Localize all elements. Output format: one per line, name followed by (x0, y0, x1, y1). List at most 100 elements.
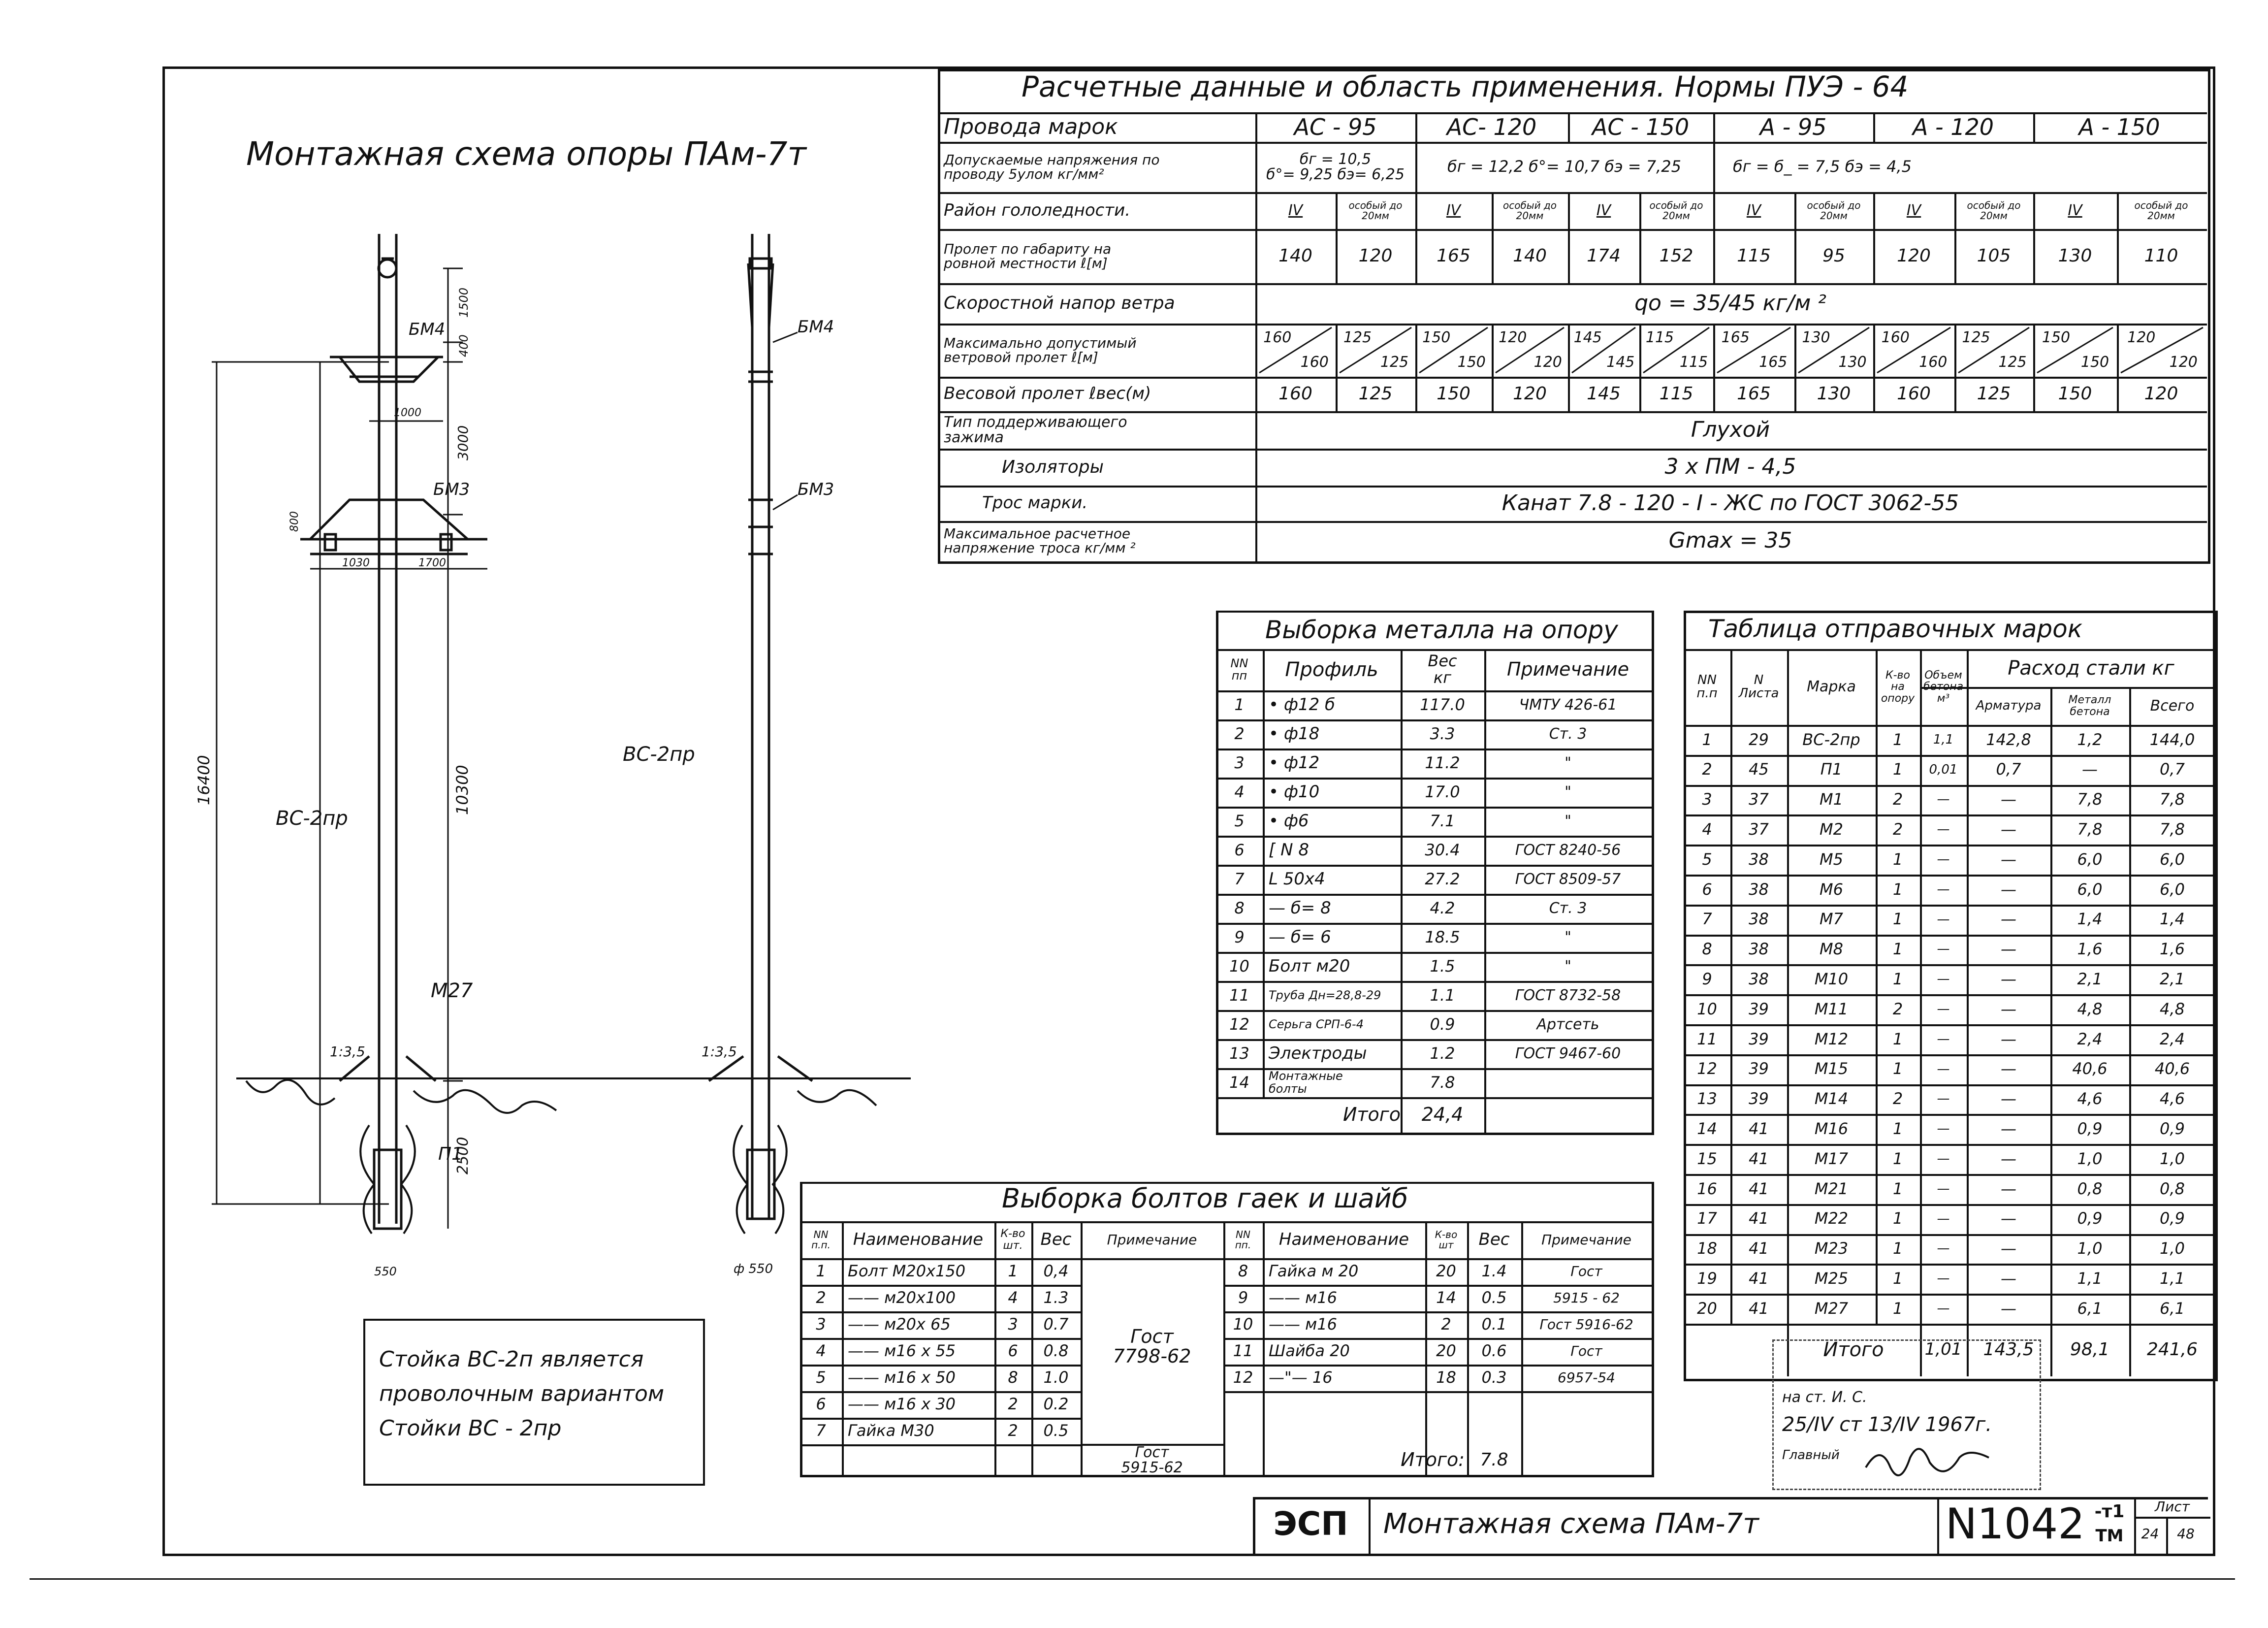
marks-row-volume: — (1937, 1211, 1950, 1226)
weight-span-value: 120 (2144, 384, 2178, 404)
table-rule (1684, 1324, 2218, 1326)
marks-row-metal: 0,8 (2077, 1179, 2103, 1198)
bolts-right-qty: 20 (1436, 1341, 1456, 1361)
marks-row-total: 7,8 (2160, 790, 2185, 809)
approval-stamp: на ст. И. С. 25/IV ст 13/IV 1967г. Главн… (1762, 1339, 2058, 1492)
ice-value: особый до 20мм (1502, 199, 1557, 222)
table-rule (1684, 1204, 2218, 1206)
marks-row-total: 4,8 (2160, 999, 2185, 1018)
fraction-slash (1495, 326, 1565, 374)
wind-span-top: 145 (1573, 329, 1602, 347)
marks-row-volume: — (1937, 1241, 1950, 1256)
marks-row-mark: М7 (1820, 910, 1843, 929)
bolts-left-nn: 2 (816, 1288, 826, 1307)
table-rule (1684, 1084, 2218, 1086)
ice-value: IV (1746, 201, 1761, 219)
marks-row-metal: 1,0 (2077, 1239, 2103, 1258)
sheet-number: 24 (2141, 1526, 2159, 1542)
table-rule (1684, 964, 2218, 967)
weight-span-label: Весовой пролет ℓвес(м) (944, 384, 1151, 404)
table-rule (1216, 894, 1654, 896)
marks-row-mark: М11 (1814, 999, 1849, 1018)
marks-row-nn: 11 (1697, 1029, 1717, 1048)
marks-row-sheet: 41 (1749, 1299, 1769, 1318)
marks-row-volume: — (1937, 822, 1950, 837)
metal-header-nn: NN пп (1230, 656, 1248, 683)
bolts-right-name: Шайба 20 (1269, 1341, 1350, 1361)
table-rule (800, 1338, 1081, 1340)
ice-label: Район гололедности. (944, 200, 1131, 220)
fraction-slash (1339, 326, 1412, 374)
metal-row-profile: • ф10 (1269, 781, 1320, 802)
wind-value: qo = 35/45 кг/м ² (1634, 290, 1826, 316)
bolts-right-weight: 1.4 (1481, 1262, 1507, 1281)
marks-row-volume: 0,01 (1929, 762, 1958, 777)
span-value: 140 (1278, 246, 1312, 266)
wind-span-top: 115 (1645, 329, 1674, 347)
wind-span-bottom: 115 (1679, 354, 1708, 371)
wind-span-top: 150 (1422, 329, 1451, 347)
marks-total-label: Итого (1823, 1338, 1884, 1361)
marks-row-qty: 1 (1892, 879, 1903, 899)
marks-row-total: 1,1 (2160, 1269, 2185, 1288)
bolts-left-qty: 6 (1008, 1341, 1018, 1361)
rope-stress-label: Максимальное расчетное напряжение троса … (944, 525, 1136, 556)
marks-row-metal: 7,8 (2077, 819, 2103, 839)
marks-row-metal: 40,6 (2072, 1059, 2108, 1078)
title-code: N1042 (1945, 1499, 2085, 1549)
wind-span-top: 150 (2042, 329, 2071, 347)
dim-550-right: ф 550 (734, 1262, 773, 1276)
bolts-left-name: —— м16 х 55 (848, 1341, 956, 1361)
bolts-left-weight: 0.5 (1043, 1421, 1069, 1440)
span-value: 120 (1897, 246, 1931, 266)
marks-row-nn: 20 (1697, 1299, 1717, 1318)
table-rule (1684, 904, 2218, 907)
table-rule (1216, 1010, 1654, 1012)
metal-header-profile: Профиль (1285, 658, 1378, 681)
marks-row-arm: — (2001, 1029, 2016, 1048)
dim-1000: 1000 (394, 407, 421, 419)
metal-row-note: " (1565, 957, 1571, 975)
wire-ac95: АС - 95 (1294, 113, 1377, 140)
wind-span-bottom: 150 (1457, 354, 1486, 371)
metal-header-note: Примечание (1506, 658, 1629, 681)
metal-row-weight: 18.5 (1425, 927, 1460, 946)
marks-row-total: 6,0 (2160, 849, 2185, 869)
wind-span-bottom: 130 (1838, 354, 1867, 371)
weight-span-value: 150 (2058, 384, 2092, 404)
metal-row-profile: — б= 8 (1269, 898, 1331, 918)
bolts-right-nn: 9 (1238, 1288, 1248, 1307)
title-name: Монтажная схема ПАм-7т (1383, 1507, 1759, 1540)
ice-value: IV (1288, 201, 1303, 219)
bolts-left-name: —— м20х 65 (848, 1315, 951, 1334)
table-rule (1684, 875, 2218, 877)
wind-span-top: 160 (1263, 329, 1292, 347)
bolts-right-name: Гайка м 20 (1269, 1262, 1359, 1281)
marks-row-nn: 16 (1697, 1179, 1717, 1198)
bolts-header-name-right: Наименование (1278, 1229, 1409, 1249)
stamp-line-3: Главный (1782, 1448, 1840, 1463)
bolts-left-name: —— м16 х 30 (848, 1395, 956, 1414)
marks-row-qty: 1 (1892, 1179, 1903, 1198)
marks-row-sheet: 39 (1749, 999, 1769, 1018)
marks-row-mark: М8 (1820, 940, 1843, 959)
marks-row-sheet: 41 (1749, 1239, 1769, 1258)
fraction-slash (1958, 326, 2030, 374)
marks-total-total: 241,6 (2146, 1339, 2198, 1360)
wind-span-top: 125 (1343, 329, 1372, 347)
ice-value: IV (1446, 201, 1461, 219)
metal-row-note: Ст. 3 (1549, 725, 1587, 743)
sheet-label: Лист (2155, 1498, 2190, 1515)
table-rule (1216, 981, 1654, 983)
metal-row-nn: 2 (1234, 724, 1245, 743)
bolts-left-nn: 1 (816, 1262, 826, 1281)
dim-550-left: 550 (374, 1265, 397, 1278)
bolts-total-value: 7.8 (1480, 1450, 1508, 1470)
table-rule (1216, 952, 1654, 954)
bolts-left-note: Гост 7798-62 (1113, 1326, 1191, 1367)
marks-row-mark: М6 (1820, 879, 1843, 899)
design-data-table: Расчетные данные и область применения. Н… (938, 69, 2210, 564)
ice-value: особый до 20мм (2134, 199, 2188, 222)
marks-row-mark: М21 (1814, 1179, 1849, 1198)
marks-row-metal: 1,2 (2077, 730, 2103, 749)
